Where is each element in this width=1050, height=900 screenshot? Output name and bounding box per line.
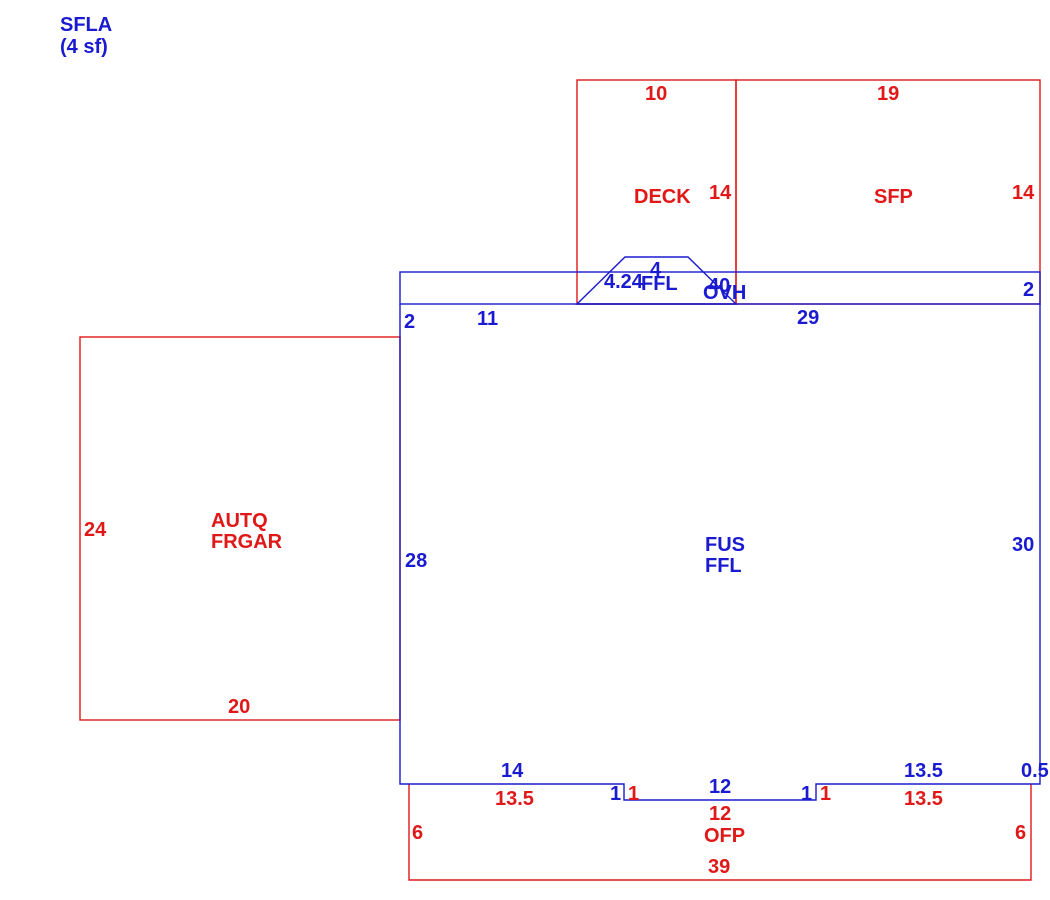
garage-label-line1: AUTQ <box>211 510 268 532</box>
ofp-top-left-dim: 13.5 <box>495 788 534 810</box>
sfp-right-dim: 14 <box>1012 182 1035 204</box>
fus-bottom-right-dim: 13.5 <box>904 760 943 782</box>
ofp-top-right-dim: 13.5 <box>904 788 943 810</box>
ofp-notch-left-dim: 1 <box>628 783 639 805</box>
garage-left-dim: 24 <box>84 519 107 541</box>
fus-label-line1: FUS <box>705 534 745 556</box>
fus-notch-right-dim: 1 <box>801 783 812 805</box>
deck-top-dim: 10 <box>645 83 667 105</box>
ofp-notch-dim: 12 <box>709 803 731 825</box>
sfp-label: SFP <box>874 186 913 208</box>
ofp-outline <box>408 784 1032 881</box>
sfp-top-dim: 19 <box>877 83 899 105</box>
ofp-left-dim: 6 <box>412 822 423 844</box>
deck-label: DECK <box>634 186 691 208</box>
ffl-bump-top-dim: 4 <box>650 259 662 281</box>
ffl-bump-right-dim: 40 <box>708 275 730 297</box>
ofp-right-dim: 6 <box>1015 822 1026 844</box>
ofp-bottom-dim: 39 <box>708 856 730 878</box>
ofp-label: OFP <box>704 825 745 847</box>
fus-notch-bottom-dim: 12 <box>709 776 731 798</box>
summary-title: SFLA <box>60 14 112 36</box>
ffl-bump-label: FFL <box>641 273 678 295</box>
fus-label-line2: FFL <box>705 555 742 577</box>
fus-notch-left-dim: 1 <box>610 783 621 805</box>
garage-bottom-dim: 20 <box>228 696 250 718</box>
fus-right-dim: 30 <box>1012 534 1034 556</box>
ovh-label: OVH <box>703 282 746 304</box>
summary-area: (4 sf) <box>60 36 108 58</box>
fus-bottom-left-dim: 14 <box>501 760 524 782</box>
garage-label-line2: FRGAR <box>211 531 283 553</box>
ffl-bump-diag-dim: 4.24 <box>604 271 644 293</box>
ofp-notch-right-dim: 1 <box>820 783 831 805</box>
fus-top-right-dim: 29 <box>797 307 819 329</box>
fus-left-dim: 28 <box>405 550 427 572</box>
fus-step-dim: 2 <box>404 311 415 333</box>
deck-right-dim: 14 <box>709 182 732 204</box>
fus-bottom-step-dim: 0.5 <box>1021 760 1049 782</box>
fus-outline <box>399 304 1041 801</box>
ffl-bump-outline <box>575 256 738 305</box>
fus-top-left-dim: 11 <box>477 308 498 330</box>
ovh-right-dim: 2 <box>1023 279 1034 301</box>
